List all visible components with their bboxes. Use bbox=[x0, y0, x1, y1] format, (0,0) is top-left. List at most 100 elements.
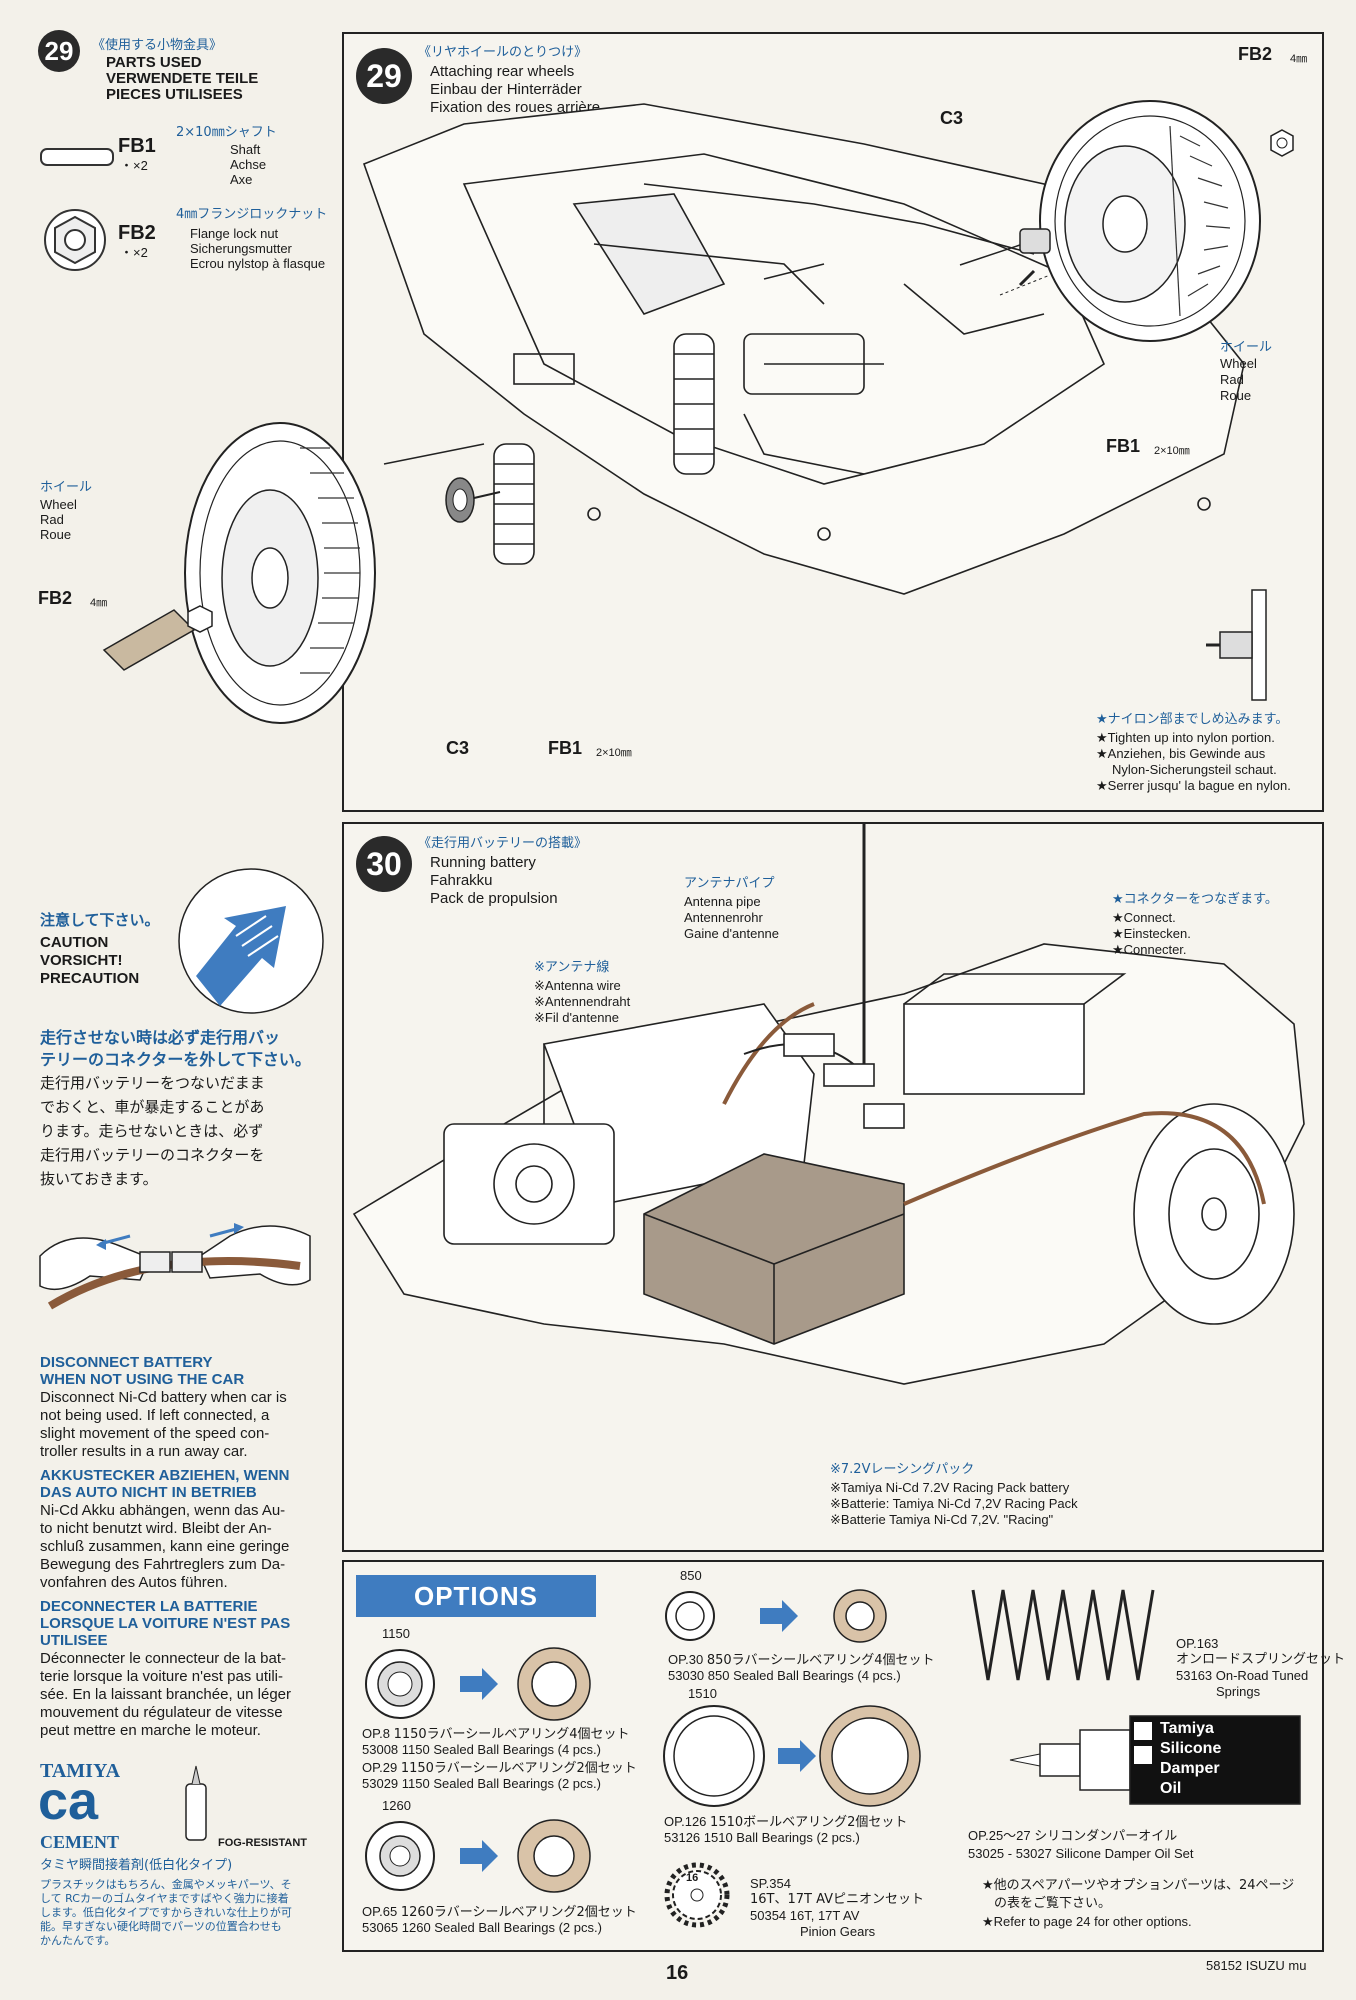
nylon-note-de2: Nylon-Sicherungsteil schaut. bbox=[1112, 762, 1277, 777]
caution-body-jp-1: 走行用バッテリーをつないだまま bbox=[40, 1074, 265, 1092]
fb2-top-label: FB2 bbox=[1238, 44, 1273, 64]
oil-bottle-icon bbox=[1009, 1715, 1301, 1805]
oil-op-code: 53025 - 53027 Silicone Damper Oil Set bbox=[968, 1846, 1194, 1861]
wheel-left-label-de: Rad bbox=[40, 512, 64, 527]
pinion-op-code: 50354 16T, 17T AV bbox=[750, 1908, 860, 1923]
wheel-right-label-de: Rad bbox=[1220, 372, 1244, 387]
pinion-op-code2: Pinion Gears bbox=[800, 1924, 876, 1939]
wheel-right-label-en: Wheel bbox=[1220, 356, 1257, 371]
caution-de-body-2: to nicht benutzt wird. Bleibt der An- bbox=[40, 1520, 272, 1537]
kit-code: 58152 ISUZU mu bbox=[1206, 1958, 1307, 1973]
bearing-850-op: OP.30 850ラバーシールベアリング4個セット bbox=[668, 1652, 935, 1668]
rear-chassis-drawing bbox=[362, 103, 1245, 595]
cement-sub: CEMENT bbox=[40, 1832, 120, 1852]
caution-arrow-icon bbox=[178, 868, 324, 1014]
caution-title-fr: PRECAUTION bbox=[40, 970, 140, 987]
caution-body-jp-4: 走行用バッテリーのコネクターを bbox=[40, 1146, 265, 1164]
step29-title-de: Einbau der Hinterräder bbox=[430, 81, 582, 98]
pinion-op-jp: 16T、17T AVピニオンセット bbox=[750, 1892, 925, 1907]
step29-badge: 29 bbox=[356, 48, 412, 104]
cement-fog: FOG-RESISTANT bbox=[218, 1837, 308, 1849]
nylon-note-de1: ★Anziehen, bis Gewinde aus bbox=[1096, 746, 1266, 761]
connect-label-jp: ★コネクターをつなぎます。 bbox=[1112, 892, 1278, 907]
caution-fr-body-1: Déconnecter le connecteur de la bat- bbox=[40, 1650, 286, 1667]
caution-fr-body-4: mouvement du régulateur de vitesse bbox=[40, 1704, 283, 1721]
fb2-qty: ・×2 bbox=[120, 245, 148, 260]
caution-fr-body-2: terie lorsque la voiture n'est pas utili… bbox=[40, 1668, 283, 1685]
spring-op-code2: Springs bbox=[1216, 1684, 1261, 1699]
caution-de-body-4: Bewegung des Fahrtreglers zum Da- bbox=[40, 1556, 286, 1573]
fb1-name-en: Shaft bbox=[230, 142, 261, 157]
bearing-1150-op2: OP.29 1150ラバーシールベアリング2個セット bbox=[362, 1760, 637, 1776]
bearing-1150-op1-code: 53008 1150 Sealed Ball Bearings (4 pcs.) bbox=[362, 1742, 601, 1757]
oil-label-4: Oil bbox=[1160, 1780, 1182, 1797]
antenna-pipe-label-jp: アンテナパイプ bbox=[684, 876, 775, 891]
battery-install-drawing bbox=[352, 824, 1305, 1385]
fb2-top-size: 4㎜ bbox=[1290, 53, 1308, 65]
caution-fr-body-5: peut mettre en marche le moteur. bbox=[40, 1722, 261, 1739]
cement-product: ca bbox=[38, 1771, 99, 1831]
options-note-en: ★Refer to page 24 for other options. bbox=[982, 1914, 1192, 1929]
bearing-1510-op: OP.126 1510ボールベアリング2個セット bbox=[664, 1814, 908, 1830]
bearing-850-illustration bbox=[665, 1589, 887, 1643]
cement-body-jp-5: かんたんです。 bbox=[40, 1934, 116, 1947]
cement-body-jp-4: 能。早すぎない硬化時間でパーツの位置合わせも bbox=[40, 1920, 282, 1933]
right-rear-wheel bbox=[1039, 100, 1261, 342]
bearing-850-size: 850 bbox=[680, 1568, 702, 1583]
caution-de-body-1: Ni-Cd Akku abhängen, wenn das Au- bbox=[40, 1502, 286, 1519]
antenna-wire-label-jp: ※アンテナ線 bbox=[534, 960, 610, 975]
c3-bottom-label: C3 bbox=[446, 738, 470, 758]
fb2-name-fr: Ecrou nylstop à flasque bbox=[190, 256, 326, 271]
battery-label-jp: ※7.2Vレーシングパック bbox=[830, 1462, 975, 1477]
fb1-right-label: FB1 bbox=[1106, 436, 1141, 456]
spring-illustration bbox=[971, 1589, 1155, 1681]
nylon-note-jp: ★ナイロン部までしめ込みます。 bbox=[1096, 712, 1289, 727]
connect-label-de: ★Einstecken. bbox=[1112, 926, 1191, 941]
antenna-wire-label-en: ※Antenna wire bbox=[534, 978, 621, 993]
bearing-1510-illustration bbox=[663, 1705, 921, 1807]
step29-title-fr: Fixation des roues arrière bbox=[430, 99, 601, 116]
step30-title-fr: Pack de propulsion bbox=[430, 890, 558, 907]
caution-body-jp-2: でおくと、車が暴走することがあ bbox=[40, 1098, 265, 1116]
step30-title-de: Fahrakku bbox=[430, 872, 493, 889]
spring-op-jp: オンロードスプリングセット bbox=[1176, 1652, 1346, 1667]
caution-de-body-3: schluß zusammen, kann eine geringe bbox=[40, 1538, 290, 1555]
fb2-code: FB2 bbox=[118, 222, 156, 244]
spring-op: OP.163 bbox=[1176, 1636, 1219, 1651]
caution-en-body-3: slight movement of the speed con- bbox=[40, 1425, 270, 1442]
caution-de-head-1: AKKUSTECKER ABZIEHEN, WENN bbox=[40, 1467, 290, 1484]
fb2-left-size: 4㎜ bbox=[90, 597, 108, 609]
bearing-1510-size: 1510 bbox=[688, 1686, 717, 1701]
oil-label-1: Tamiya bbox=[1160, 1720, 1214, 1737]
battery-label-fr: ※Batterie Tamiya Ni-Cd 7,2V. "Racing" bbox=[830, 1512, 1054, 1527]
caution-fr-head-2: LORSQUE LA VOITURE N'EST PAS bbox=[40, 1615, 291, 1632]
connect-label-en: ★Connect. bbox=[1112, 910, 1176, 925]
connect-label-fr: ★Connecter. bbox=[1112, 942, 1187, 957]
caution-en-head-2: WHEN NOT USING THE CAR bbox=[40, 1371, 245, 1388]
wheel-left-label-jp: ホイール bbox=[40, 480, 93, 495]
nylon-note-en: ★Tighten up into nylon portion. bbox=[1096, 730, 1275, 745]
cement-brand: TAMIYA bbox=[40, 1760, 121, 1782]
bearing-1150-op2-code: 53029 1150 Sealed Ball Bearings (2 pcs.) bbox=[362, 1776, 601, 1791]
wheel-right-label-fr: Roue bbox=[1220, 388, 1252, 403]
caution-title-jp: 注意して下さい。 bbox=[40, 911, 160, 929]
nylon-note-fr: ★Serrer jusqu' la bague en nylon. bbox=[1096, 778, 1291, 793]
caution-fr-body-3: sée. En la laissant branchée, un léger bbox=[40, 1686, 291, 1703]
left-rear-wheel bbox=[184, 422, 376, 724]
fb2-name-de: Sicherungsmutter bbox=[190, 241, 292, 256]
pinion-gear-illustration bbox=[664, 1862, 730, 1928]
bearing-1260-op-code: 53065 1260 Sealed Ball Bearings (2 pcs.) bbox=[362, 1920, 602, 1935]
caution-title-en: CAUTION bbox=[40, 934, 109, 951]
bearing-1260-op: OP.65 1260ラバーシールベアリング2個セット bbox=[362, 1904, 637, 1920]
fb2-name-jp: 4㎜フランジロックナット bbox=[176, 207, 328, 222]
step30-badge: 30 bbox=[356, 836, 412, 892]
caution-fr-head-3: UTILISEE bbox=[40, 1632, 108, 1649]
left-wheel-nut-and-wrench bbox=[102, 605, 213, 671]
antenna-pipe-label-fr: Gaine d'antenne bbox=[684, 926, 780, 941]
bearing-1510-op-code: 53126 1510 Ball Bearings (2 pcs.) bbox=[664, 1830, 860, 1845]
caution-en-head-1: DISCONNECT BATTERY bbox=[40, 1354, 213, 1371]
left-wheel-bearing bbox=[445, 477, 501, 523]
fb1-code: FB1 bbox=[118, 135, 156, 157]
caution-de-head-2: DAS AUTO NICHT IN BETRIEB bbox=[40, 1484, 257, 1501]
fb1-right-size: 2×10㎜ bbox=[1154, 445, 1190, 457]
